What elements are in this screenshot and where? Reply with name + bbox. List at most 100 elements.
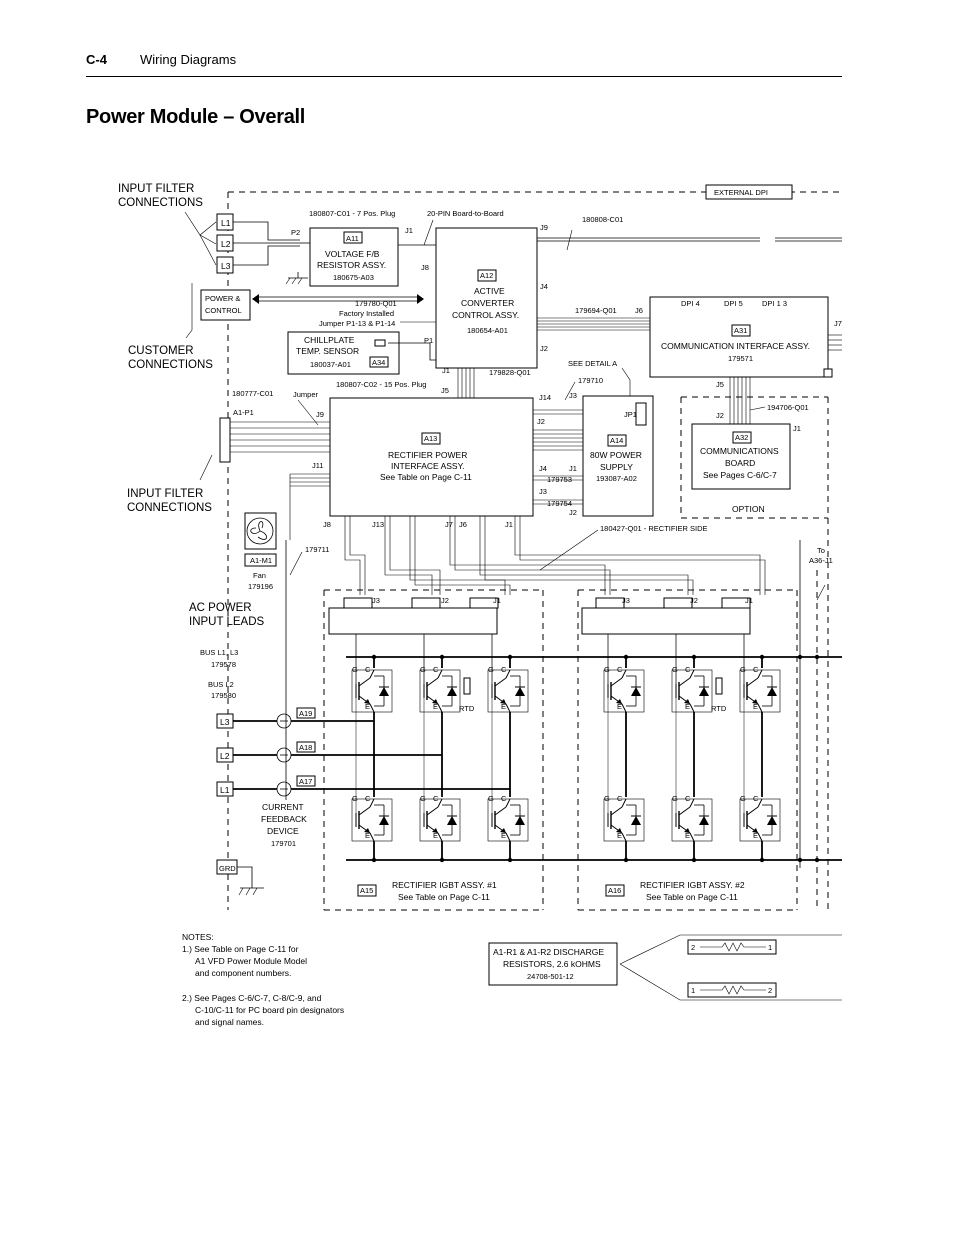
collector-label: C	[753, 794, 759, 803]
a12-to-a31-ribbon	[537, 317, 650, 331]
discharge-resistor-r2: 1 2	[687, 982, 777, 998]
svg-text:EXTERNAL DPI: EXTERNAL DPI	[714, 188, 768, 197]
input-filter-label-mid: INPUT FILTER	[127, 488, 203, 500]
a13-j3-label: J3	[539, 487, 547, 496]
collector-label: C	[365, 665, 371, 674]
gate-label: G	[672, 665, 678, 674]
svg-text:See Pages C-6/C-7: See Pages C-6/C-7	[703, 470, 777, 480]
svg-text:179196: 179196	[248, 582, 273, 591]
current-feedback-sensors: A19 A18 A17	[276, 707, 316, 797]
svg-text:1: 1	[691, 986, 695, 995]
emitter-label: E	[617, 831, 622, 840]
svg-text:CHILLPLATE: CHILLPLATE	[304, 335, 355, 345]
svg-text:A16: A16	[608, 886, 621, 895]
a31-communication-interface: DPI 4 DPI 5 DPI 1 3 A31 COMMUNICATION IN…	[649, 296, 833, 378]
svg-text:1: 1	[768, 943, 772, 952]
gate-label: G	[604, 794, 610, 803]
svg-text:and signal names.: and signal names.	[195, 1017, 264, 1027]
svg-text:A14: A14	[610, 436, 623, 445]
svg-text:L3: L3	[220, 717, 230, 727]
collector-label: C	[501, 665, 507, 674]
input-filter-label-top-2: CONNECTIONS	[118, 197, 203, 209]
bus-l1l3-label: BUS L1, L3	[200, 648, 238, 657]
svg-text:DPI 4: DPI 4	[681, 299, 700, 308]
svg-text:A19: A19	[299, 709, 312, 718]
svg-text:CONTROL: CONTROL	[205, 306, 242, 315]
svg-text:L2: L2	[221, 239, 231, 249]
a32-communications-board: A32 COMMUNICATIONS BOARD See Pages C-6/C…	[691, 423, 791, 490]
a13-to-driver-wires	[344, 516, 766, 595]
cfd-pn: 179701	[271, 839, 296, 848]
gate-label: G	[488, 794, 494, 803]
igbt-assembly-1-title: RECTIFIER IGBT ASSY. #1	[392, 880, 497, 890]
svg-text:180037-A01: 180037-A01	[310, 360, 351, 369]
svg-text:1.) See Table on Page C-11 for: 1.) See Table on Page C-11 for	[182, 944, 299, 954]
a13-j2-label: J2	[537, 417, 545, 426]
terminal-l1-input: L1	[216, 781, 234, 797]
a13-j1-label: J1	[505, 520, 513, 529]
svg-text:RTD: RTD	[711, 704, 727, 713]
terminal-l2-input: L2	[216, 747, 234, 763]
power-control-box: POWER & CONTROL	[200, 289, 251, 321]
notes-block: NOTES: 1.) See Table on Page C-11 for A1…	[182, 932, 344, 1027]
collector-label: C	[753, 665, 759, 674]
svg-text:BOARD: BOARD	[725, 458, 755, 468]
igbt-assembly-1-ref: See Table on Page C-11	[398, 892, 490, 902]
svg-text:POWER &: POWER &	[205, 294, 240, 303]
igbt-assembly-2-title: RECTIFIER IGBT ASSY. #2	[640, 880, 745, 890]
igbt-driver-board-2: J3 J2 J1	[581, 596, 753, 635]
svg-text:J3: J3	[372, 596, 380, 605]
ground-terminal: GRD	[216, 859, 264, 896]
svg-text:A17: A17	[299, 777, 312, 786]
emitter-label: E	[617, 702, 622, 711]
svg-text:A34: A34	[372, 358, 385, 367]
emitter-label: E	[365, 702, 370, 711]
emitter-label: E	[433, 831, 438, 840]
svg-text:A12: A12	[480, 271, 493, 280]
section-title: Wiring Diagrams	[140, 52, 237, 67]
svg-text:2: 2	[691, 943, 695, 952]
a32-j2-label: J2	[716, 411, 724, 420]
a13-j9-label: J9	[316, 410, 324, 419]
svg-text:80W POWER: 80W POWER	[590, 450, 642, 460]
p179780-label: 179780-Q01	[355, 299, 397, 308]
a34-chillplate-sensor: CHILLPLATE TEMP. SENSOR A34 180037-A01	[287, 331, 400, 375]
gate-label: G	[352, 665, 358, 674]
gate-label: G	[420, 794, 426, 803]
a12-to-a13-ribbon	[457, 368, 475, 398]
customer-connections-label: CUSTOMER	[128, 345, 194, 357]
svg-text:193087-A02: 193087-A02	[596, 474, 637, 483]
svg-text:180675-A03: 180675-A03	[333, 273, 374, 282]
svg-text:COMMUNICATIONS: COMMUNICATIONS	[700, 446, 779, 456]
svg-text:L2: L2	[220, 751, 230, 761]
emitter-label: E	[685, 702, 690, 711]
a12-j9-label: J9	[540, 223, 548, 232]
svg-text:L1: L1	[220, 785, 230, 795]
gate-label: G	[352, 794, 358, 803]
svg-text:2: 2	[768, 986, 772, 995]
svg-text:RESISTORS, 2.6 kOHMS: RESISTORS, 2.6 kOHMS	[503, 959, 601, 969]
a13-j7-label: J7	[445, 520, 453, 529]
a31-j6-label: J6	[635, 306, 643, 315]
a16-label: A16	[605, 884, 625, 897]
svg-text:CONVERTER: CONVERTER	[461, 298, 514, 308]
emitter-label: E	[753, 831, 758, 840]
svg-text:JP1: JP1	[624, 410, 637, 419]
svg-text:INTERFACE ASSY.: INTERFACE ASSY.	[391, 461, 465, 471]
bus-l2-label: BUS L2	[208, 680, 234, 689]
svg-text:A18: A18	[299, 743, 312, 752]
input-filter-label-mid-2: CONNECTIONS	[127, 502, 212, 514]
svg-text:24708-501-12: 24708-501-12	[527, 972, 574, 981]
emitter-label: E	[433, 702, 438, 711]
to-a36-label: A36-J1	[809, 556, 833, 565]
svg-text:Fan: Fan	[253, 571, 266, 580]
p179753-label: 179753	[547, 475, 572, 484]
a11-voltage-fb-assembly: A11 VOLTAGE F/B RESISTOR ASSY. 180675-A0…	[309, 227, 399, 287]
